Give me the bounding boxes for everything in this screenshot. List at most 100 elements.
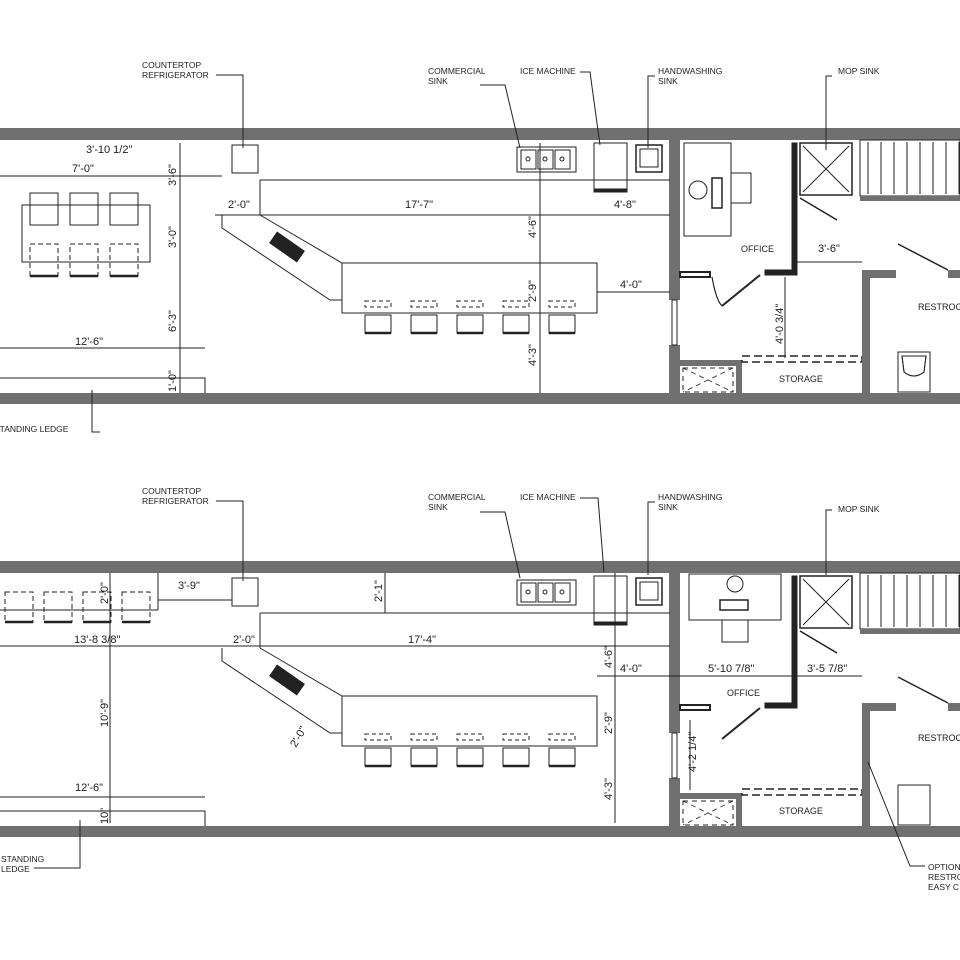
dimension: 4'-0 3/4" bbox=[774, 304, 786, 344]
floor-drain-x bbox=[682, 800, 734, 826]
sink-drain bbox=[542, 156, 548, 162]
floor-plan-1-geometry bbox=[0, 71, 960, 433]
stool-footrest bbox=[548, 733, 576, 741]
office-wall bbox=[791, 142, 798, 276]
dimension: 4'-3" bbox=[527, 344, 539, 366]
mop-sink-door bbox=[799, 630, 838, 654]
wall-partition bbox=[669, 345, 680, 393]
diagonal-counter bbox=[221, 648, 342, 734]
leader-line bbox=[580, 71, 601, 146]
callout-handwashing-sink-1: HANDWASHING bbox=[658, 492, 722, 502]
stool-footrest bbox=[456, 300, 484, 308]
callout-standing-ledge: STANDING LEDGE bbox=[0, 424, 69, 434]
callout-commercial-sink-1: COMMERCIAL bbox=[428, 66, 486, 76]
dimension: 1'-0" bbox=[167, 370, 179, 392]
callout-commercial-sink-2: SINK bbox=[428, 502, 448, 512]
toilet bbox=[897, 351, 931, 393]
chair bbox=[109, 243, 139, 277]
chair bbox=[29, 243, 59, 277]
floor-plan-2-labels: COUNTERTOP REFRIGERATOR COMMERCIAL SINK … bbox=[1, 486, 960, 892]
wall-top bbox=[0, 128, 960, 140]
stool bbox=[456, 747, 484, 767]
stool-footrest bbox=[456, 733, 484, 741]
stool bbox=[410, 747, 438, 767]
wall-storage bbox=[680, 793, 742, 799]
chair bbox=[43, 591, 73, 623]
mop-sink-x bbox=[802, 578, 850, 626]
wall-bottom bbox=[0, 826, 960, 837]
callout-commercial-sink-1: COMMERCIAL bbox=[428, 492, 486, 502]
handwashing-sink bbox=[635, 577, 663, 606]
pos-terminal bbox=[269, 231, 305, 263]
leader-line bbox=[580, 497, 605, 573]
leader-line bbox=[216, 500, 244, 581]
callout-optional-restroom-1: OPTIONAL bbox=[928, 862, 960, 872]
dimension: 2'-9" bbox=[603, 712, 615, 734]
office-chair bbox=[730, 172, 752, 204]
sink-basin bbox=[520, 582, 537, 603]
commercial-sink bbox=[516, 146, 577, 173]
stairs bbox=[859, 139, 960, 197]
callout-standing-ledge-2: LEDGE bbox=[1, 864, 30, 874]
door-swing bbox=[711, 276, 723, 307]
stool-footrest bbox=[364, 733, 392, 741]
office-door bbox=[721, 707, 761, 740]
dimension: 2'-0" bbox=[99, 582, 111, 604]
dimension: 2'-9" bbox=[527, 280, 539, 302]
callout-standing-ledge-1: STANDING bbox=[1, 854, 44, 864]
wall-storage bbox=[680, 360, 742, 366]
dimension: 3'-10 1/2" bbox=[86, 144, 132, 156]
leader-line bbox=[647, 75, 655, 148]
sink-basin bbox=[520, 149, 537, 170]
desk-phone bbox=[688, 180, 708, 200]
stool-footrest bbox=[502, 733, 530, 741]
ice-machine bbox=[593, 142, 628, 193]
floor-drain bbox=[682, 800, 734, 826]
callout-commercial-sink-2: SINK bbox=[428, 76, 448, 86]
office-wall bbox=[679, 704, 711, 711]
stool-footrest bbox=[364, 300, 392, 308]
leader-line bbox=[216, 74, 244, 148]
dimension: 3'-9" bbox=[178, 580, 200, 592]
door-swing bbox=[711, 276, 723, 307]
restroom-wall bbox=[862, 703, 870, 826]
sink-drain bbox=[542, 589, 548, 595]
handwashing-basin bbox=[639, 581, 659, 601]
chair bbox=[4, 591, 34, 623]
office-wall bbox=[679, 271, 711, 278]
dimension: 3'-6" bbox=[167, 164, 179, 186]
stairs bbox=[859, 572, 960, 630]
callout-countertop-refrigerator-1: COUNTERTOP bbox=[142, 486, 202, 496]
office-desk bbox=[688, 573, 782, 621]
wall-storage bbox=[736, 366, 742, 393]
stool bbox=[548, 314, 576, 334]
countertop-refrigerator bbox=[231, 144, 259, 174]
sink-drain bbox=[559, 156, 565, 162]
dimension: 4'-0" bbox=[620, 279, 642, 291]
dimension: 2'-1" bbox=[373, 580, 385, 602]
stairs-wall bbox=[860, 629, 960, 634]
sink-basin bbox=[554, 149, 571, 170]
dimension: 12'-6" bbox=[75, 782, 103, 794]
room-label-office: OFFICE bbox=[741, 244, 774, 254]
dimension: 4'-3" bbox=[603, 778, 615, 800]
callout-ice-machine: ICE MACHINE bbox=[520, 66, 576, 76]
dimension: 2'-0" bbox=[228, 199, 250, 211]
stool-footrest bbox=[548, 300, 576, 308]
pos-terminal bbox=[269, 664, 305, 696]
room-label-storage: STORAGE bbox=[779, 374, 823, 384]
standing-ledge bbox=[0, 377, 206, 393]
leader-line bbox=[825, 75, 832, 150]
callout-handwashing-sink-1: HANDWASHING bbox=[658, 66, 722, 76]
storage-sliding-door bbox=[741, 355, 863, 363]
leader-line bbox=[480, 84, 521, 149]
leader-line bbox=[647, 501, 655, 575]
countertop-refrigerator bbox=[231, 577, 259, 607]
window bbox=[671, 299, 678, 346]
leader-line bbox=[34, 820, 81, 869]
callout-optional-restroom-3: EASY C bbox=[928, 882, 959, 892]
chair bbox=[29, 192, 59, 226]
leader-line bbox=[480, 511, 521, 579]
computer bbox=[711, 177, 723, 209]
dimension: 4'-8" bbox=[614, 199, 636, 211]
